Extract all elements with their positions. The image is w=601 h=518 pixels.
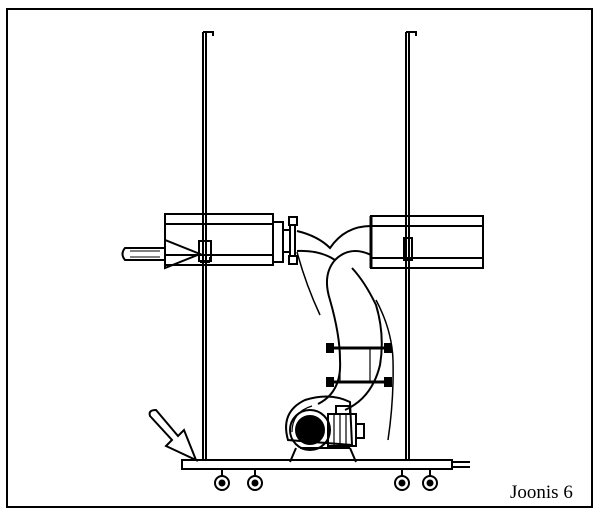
motor [289,405,365,451]
figure-frame [6,8,593,508]
caster-wheels [214,469,438,491]
figure-caption: Joonis 6 [510,482,573,503]
left-duct [164,213,298,266]
inlet-arrow [121,238,203,270]
base-platform [181,459,470,470]
right-duct [369,215,484,269]
pole-right [403,31,417,460]
flexible-hose [296,225,394,441]
air-direction-arrow [148,408,198,462]
